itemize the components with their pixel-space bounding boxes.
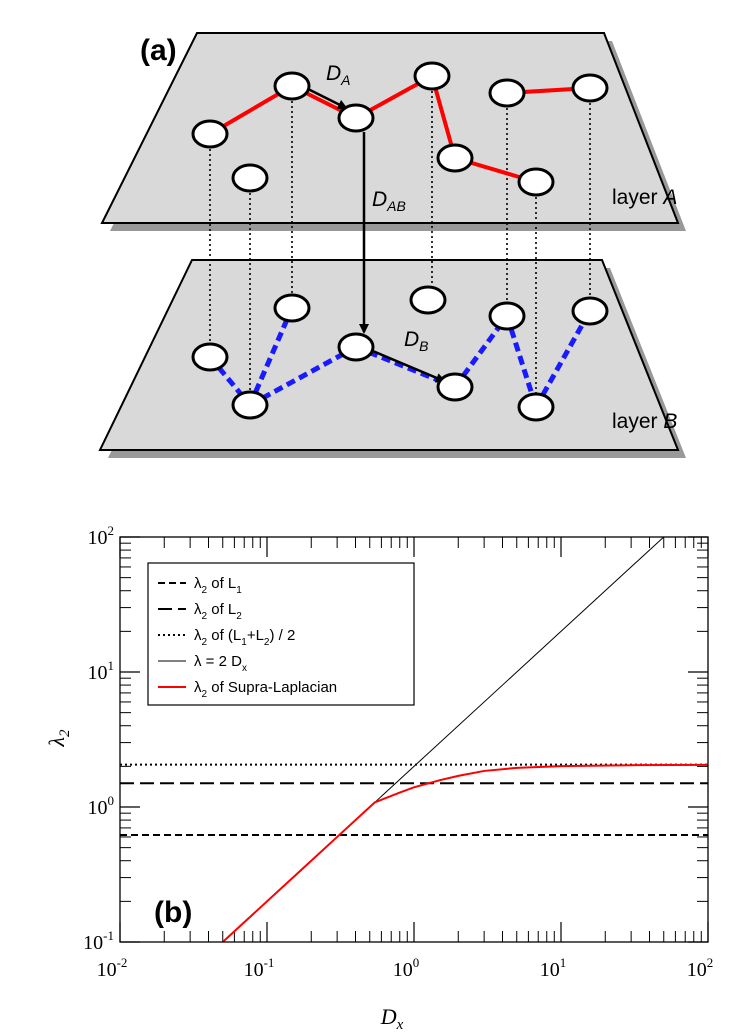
layer-b-nodes [191, 285, 609, 422]
panel-a: (a) DA DAB DB layer A layer B [98, 32, 686, 458]
chart-series [120, 537, 708, 942]
layer-a-nodes [191, 61, 609, 197]
x-tick-label: 101 [540, 955, 567, 981]
legend-label: λ2 of (L1+L2) / 2 [194, 627, 295, 648]
legend: λ2 of L1 λ2 of L2 λ2 of (L1+L2) / 2 λ = 2 D… [147, 562, 415, 706]
legend-label: λ = 2 Dx [194, 653, 247, 674]
legend-box [147, 562, 415, 706]
panel-a-label: (a) [140, 34, 177, 67]
label-dab: DAB [372, 188, 406, 214]
major-ticks [119, 536, 709, 943]
y-tick-label: 10-1 [83, 928, 114, 954]
legend-label: λ2 of L1 [194, 575, 242, 596]
panel-b-label: (b) [154, 896, 192, 929]
minor-ticks [120, 537, 708, 942]
layer-a-plane [100, 32, 680, 224]
x-tick-label: 100 [393, 955, 420, 981]
x-tick-label: 102 [687, 955, 714, 981]
x-axis-label: Dx [380, 1004, 404, 1032]
x-tick-label: 10-1 [244, 955, 275, 981]
arrow-db [367, 347, 446, 383]
legend-label: λ2 of L2 [194, 601, 242, 622]
legend-label: λ2 of Supra-Laplacian [194, 679, 337, 700]
layer-b-plane [98, 259, 680, 451]
y-tick-label: 102 [88, 523, 115, 549]
label-da: DA [326, 62, 351, 88]
y-tick-label: 101 [88, 658, 115, 684]
x-tick-label: 10-2 [97, 955, 128, 981]
series-line-5 [222, 763, 708, 942]
y-axis-label: λ2 [44, 729, 73, 748]
layer-b-label: layer B [612, 410, 677, 433]
y-tick-label: 100 [88, 793, 115, 819]
label-db: DB [404, 328, 429, 354]
layer-a-label: layer A [612, 186, 677, 209]
